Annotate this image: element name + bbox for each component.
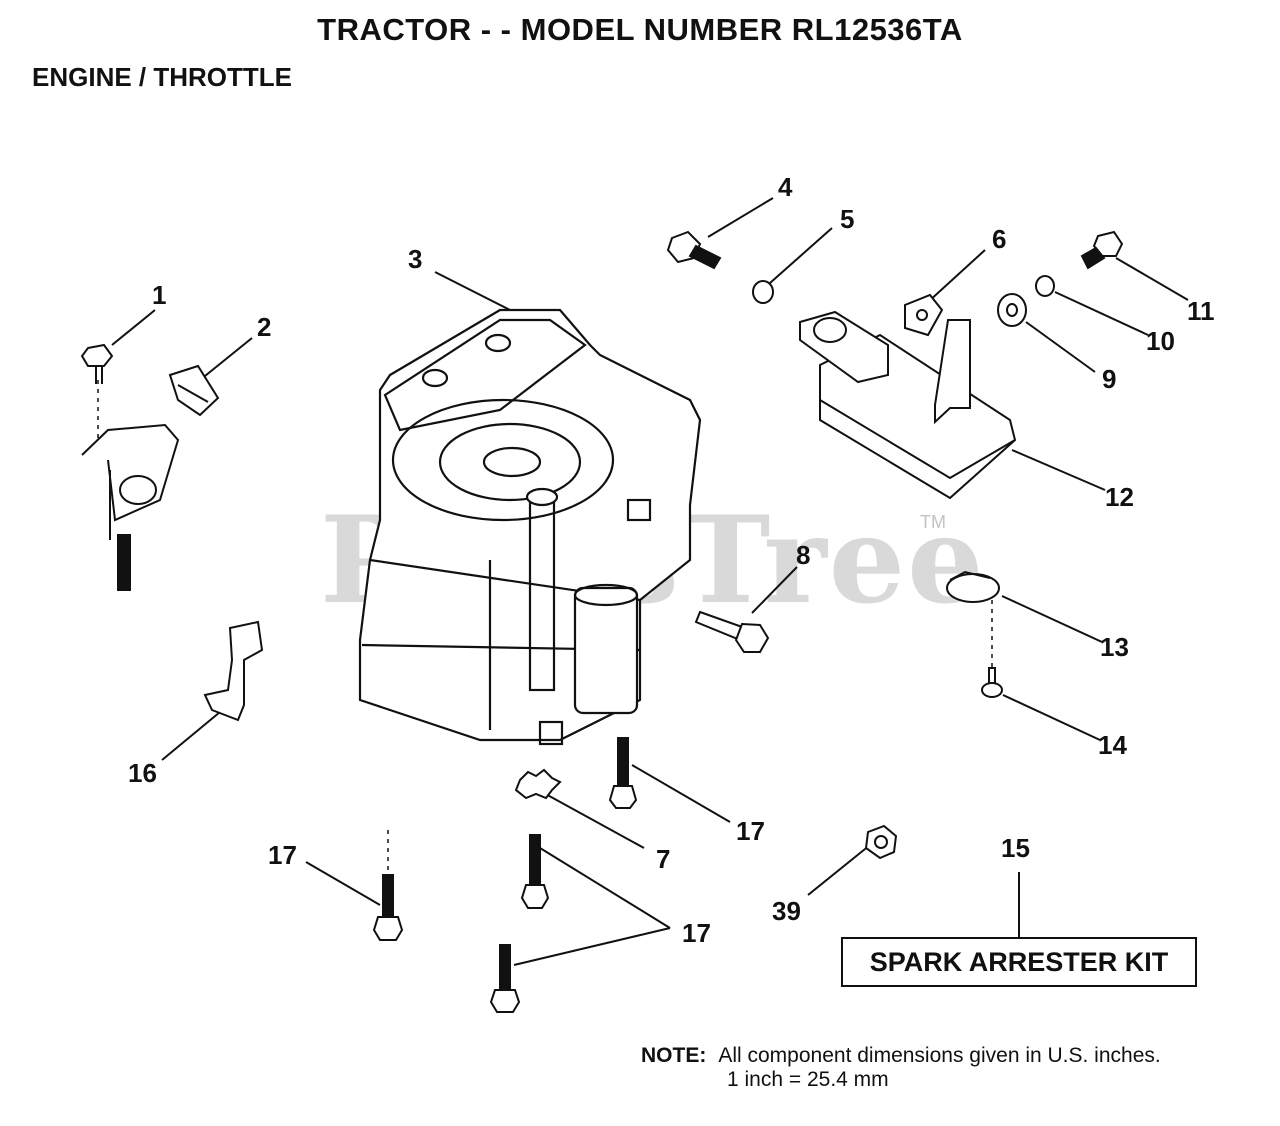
callout-12: 12 [1105,482,1134,512]
part-17-bolts [372,737,638,1013]
part-11-bolt [1080,230,1124,270]
callout-5: 5 [840,204,855,234]
part-39-nut [864,824,898,860]
part-13-screen [946,570,1000,603]
callout-17: 17 [736,816,765,846]
dimension-note: NOTE: All component dimensions given in U… [641,1044,1161,1091]
part-9-flat-washer [997,293,1027,327]
assembly-guides [97,380,993,878]
part-1-bolt [80,343,114,384]
part-8-bolt [694,610,770,653]
leader-lines [111,197,1189,966]
callout-11: 11 [1187,296,1215,326]
note-line-1: All component dimensions given in U.S. i… [718,1044,1161,1067]
part-10-lock-washer [1035,275,1055,297]
section-subtitle: ENGINE / THROTTLE [32,62,292,92]
callout-4: 4 [778,172,793,202]
callout-14: 14 [1098,730,1127,760]
part-4-bolt [666,230,722,270]
part-16-bracket [203,620,264,722]
callout-6: 6 [992,224,1007,254]
callout-17: 17 [268,840,297,870]
callout-1: 1 [152,280,167,310]
callout-39: 39 [772,896,801,926]
part-7-star-washer [514,768,562,800]
callout-3: 3 [408,244,423,274]
callout-9: 9 [1102,364,1117,394]
part-5-lock-washer [752,280,774,304]
part-2-throttle-bracket [81,364,220,591]
note-label: NOTE: [641,1044,707,1067]
part-6-gasket [904,293,944,337]
part-14-screw [981,667,1003,698]
note-line-2: 1 inch = 25.4 mm [727,1068,889,1091]
callout-7: 7 [656,844,671,874]
part-12-muffler [799,310,1017,500]
callout-17: 17 [682,918,711,948]
callout-15: 15 [1001,833,1030,863]
part-3-engine [358,308,702,746]
spark-arrester-kit-label: SPARK ARRESTER KIT [841,937,1197,987]
callout-8: 8 [796,540,811,570]
diagram-title: TRACTOR - - MODEL NUMBER RL12536TA [317,12,963,47]
callout-13: 13 [1100,632,1129,662]
trademark-symbol: TM [920,512,946,532]
callout-10: 10 [1146,326,1175,356]
callout-16: 16 [128,758,157,788]
callout-2: 2 [257,312,272,342]
